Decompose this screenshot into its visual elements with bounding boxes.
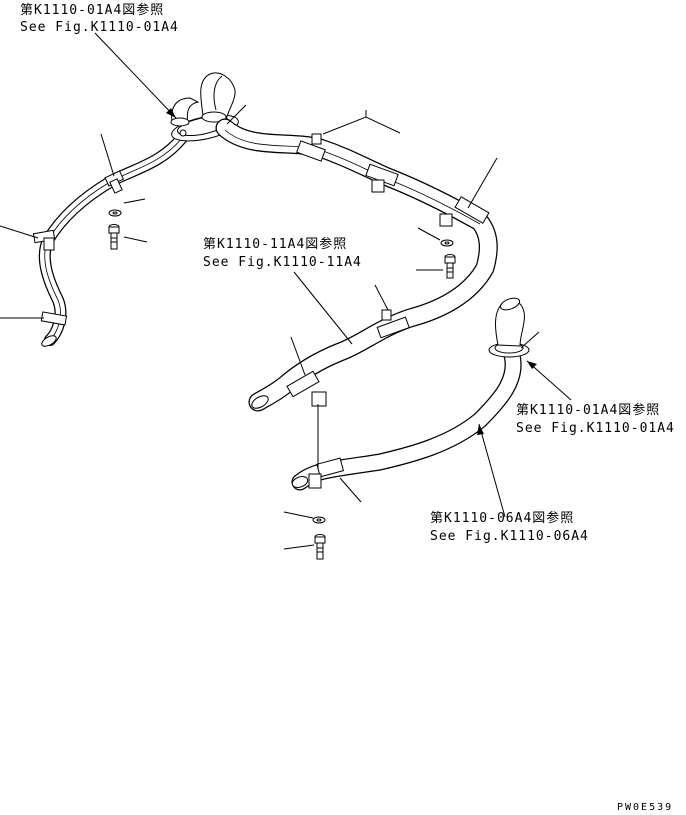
bottom-bolt [314,534,326,560]
left-hose-clamp-3 [40,311,68,326]
main-hose-clamp-2 [365,163,399,193]
main-hose-clamp-4 [376,309,410,339]
callout-bottom-right: 第K1110-06A4図参照 See Fig.K1110-06A4 [430,510,589,544]
elbow-fitting-right [200,72,236,123]
leader-lines [0,32,572,550]
main-hose-clamp-3 [439,196,490,227]
left-hose-clamp-2 [32,229,56,251]
callout-right-jp: 第K1110-01A4図参照 [516,402,660,418]
drawing-code: PW0E539 [617,802,673,813]
bottom-washer [312,516,326,524]
main-upper-hose [215,118,498,412]
callout-top-left-en: See Fig.K1110-01A4 [20,20,179,35]
callout-top-left-jp: 第K1110-01A4図参照 [20,2,164,18]
lower-elbow-fitting [495,297,525,347]
callout-top-left: 第K1110-01A4図参照 See Fig.K1110-01A4 [20,2,179,35]
right-bolt [444,254,456,279]
main-hose-clamp-5 [286,370,327,407]
callout-bottom-right-jp: 第K1110-06A4図参照 [430,510,574,526]
left-bolt [108,224,120,250]
main-hose-clamp-1 [296,133,326,162]
callout-right: 第K1110-01A4図参照 See Fig.K1110-01A4 [516,402,675,436]
elbow-fitting-left [170,97,200,127]
left-hose-clamp-1 [104,170,125,194]
lower-hose-clamp [308,457,345,489]
callout-bottom-right-en: See Fig.K1110-06A4 [430,529,589,544]
callout-middle-jp: 第K1110-11A4図参照 [203,236,347,252]
callout-right-en: See Fig.K1110-01A4 [516,421,675,436]
callout-middle-en: See Fig.K1110-11A4 [203,255,362,270]
right-washer [440,239,454,247]
callout-middle: 第K1110-11A4図参照 See Fig.K1110-11A4 [203,236,362,270]
left-washer [108,209,122,217]
